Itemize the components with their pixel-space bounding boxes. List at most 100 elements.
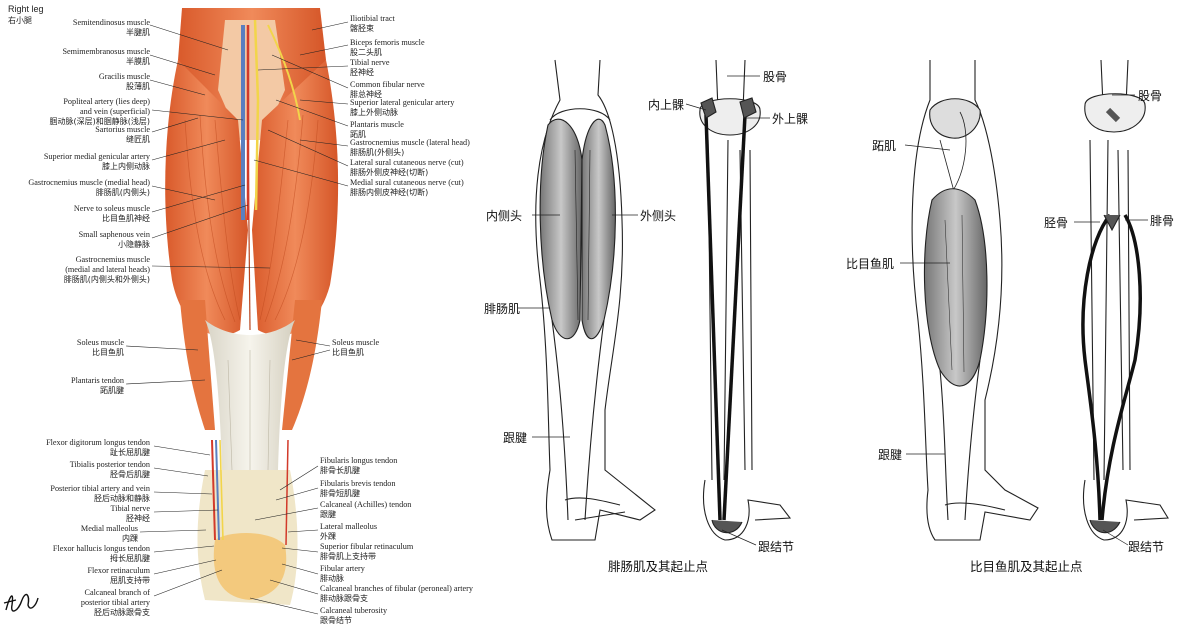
label-en: Soleus muscle [332, 338, 380, 347]
label-zh: 腓肠肌(内侧头) [95, 188, 150, 197]
label-en: Flexor digitorum longus tendon [46, 438, 150, 447]
label-en: Calcaneal (Achilles) tendon [320, 500, 412, 509]
view-label-zh: 右小腿 [8, 16, 32, 25]
label-zh: 小隐静脉 [118, 240, 150, 249]
label-en: Medial sural cutaneous nerve (cut) [350, 178, 464, 187]
label-achilles-right: 跟腱 [878, 448, 903, 462]
gastrocnemius-skeleton [699, 59, 792, 541]
label-en: Flexor retinaculum [87, 566, 150, 575]
label-gastrocnemius: 腓肠肌 [484, 302, 521, 316]
label-en: Medial malleolus [80, 524, 138, 533]
caption-soleus: 比目鱼肌及其起止点 [970, 559, 1083, 574]
label-zh: 胫神经 [126, 514, 150, 523]
label-zh: 内踝 [122, 534, 138, 543]
label-zh: 胫后动脉和静脉 [94, 494, 150, 503]
label-tuberosity-right: 跟结节 [1128, 540, 1165, 554]
label-medial-head: 内侧头 [486, 209, 523, 223]
label-en: Gracilis muscle [98, 72, 150, 81]
caption-gastrocnemius: 腓肠肌及其起止点 [608, 559, 709, 574]
right-label: Calcaneal branches of fibular (peroneal)… [320, 584, 473, 604]
label-zh: 膝上内侧动脉 [102, 162, 150, 171]
label-en: Superior medial genicular artery [43, 152, 150, 161]
label-zh: 股二头肌 [350, 48, 382, 57]
view-label-en: Right leg [8, 4, 44, 14]
soleus-skeleton [1081, 59, 1169, 541]
label-en: Gastrocnemius muscle (medial head) [28, 178, 150, 187]
label-zh: 比目鱼肌 [92, 348, 124, 357]
label-zh: 腓骨肌上支持带 [320, 552, 376, 561]
right-label: Lateral sural cutaneous nerve (cut)腓肠外侧皮… [350, 158, 464, 178]
label-zh: 腓肠外侧皮神经(切断) [350, 168, 429, 177]
label-en: Fibularis longus tendon [320, 456, 398, 465]
label-lateral-epicondyle: 外上髁 [772, 112, 809, 126]
label-medial-epicondyle: 内上髁 [648, 98, 685, 112]
label-en: Flexor hallucis longus tendon [52, 544, 150, 553]
label-en: Fibularis brevis tendon [320, 479, 396, 488]
left-label: Popliteal artery (lies deep)and vein (su… [50, 97, 150, 127]
label-zh: 跖肌 [350, 130, 366, 139]
label-en: Calcaneal branch of [84, 588, 150, 597]
label-zh: 屈肌支持带 [110, 576, 150, 585]
label-zh: 跖肌腱 [100, 386, 124, 395]
label-en: Gastrocnemius muscle [75, 255, 150, 264]
label-en: Sartorius muscle [95, 125, 150, 134]
label-zh: 腓肠肌(内侧头和外侧头) [63, 275, 150, 284]
right-leader-lines [249, 21, 349, 615]
label-en: Iliotibial tract [350, 14, 395, 23]
label-zh: 跟骨结节 [320, 616, 352, 625]
label-en: Calcaneal branches of fibular (peroneal)… [320, 584, 473, 593]
label-en: Superior lateral genicular artery [350, 98, 455, 107]
left-leader-lines [125, 24, 271, 597]
label-zh: 股薄肌 [126, 82, 150, 91]
label-plantaris: 跖肌 [872, 139, 897, 153]
label-zh: 外踝 [320, 532, 336, 541]
label-en: Soleus muscle [76, 338, 124, 347]
label-en: Posterior tibial artery and vein [50, 484, 150, 493]
label-zh: 比目鱼肌 [332, 348, 364, 357]
label-en: Plantaris tendon [71, 376, 124, 385]
label-zh: 缝匠肌 [126, 135, 150, 144]
label-en: Semitendinosus muscle [72, 18, 150, 27]
label-en-line2: (medial and lateral heads) [65, 265, 150, 274]
label-en: Common fibular nerve [350, 80, 425, 89]
label-zh: 腓动脉跟骨支 [320, 594, 368, 603]
label-zh: 腓骨短肌腱 [320, 489, 360, 498]
posterior-leg-illustration [165, 8, 339, 605]
label-fibula: 腓骨 [1150, 214, 1175, 228]
right-label: Medial sural cutaneous nerve (cut)腓肠内侧皮神… [350, 178, 464, 198]
label-zh: 胫骨后肌腱 [110, 470, 150, 479]
label-zh: 髂胫束 [350, 24, 374, 33]
label-femur-right: 股骨 [1138, 89, 1163, 103]
label-zh: 半膜肌 [126, 57, 150, 66]
label-en: Lateral sural cutaneous nerve (cut) [350, 158, 464, 167]
label-en: Gastrocnemius muscle (lateral head) [350, 138, 470, 147]
label-en: Tibialis posterior tendon [69, 460, 150, 469]
label-zh: 比目鱼肌神经 [102, 214, 150, 223]
label-zh: 趾长屈肌腱 [110, 448, 150, 457]
label-achilles-mid: 跟腱 [503, 431, 528, 445]
label-en: Fibular artery [320, 564, 365, 573]
